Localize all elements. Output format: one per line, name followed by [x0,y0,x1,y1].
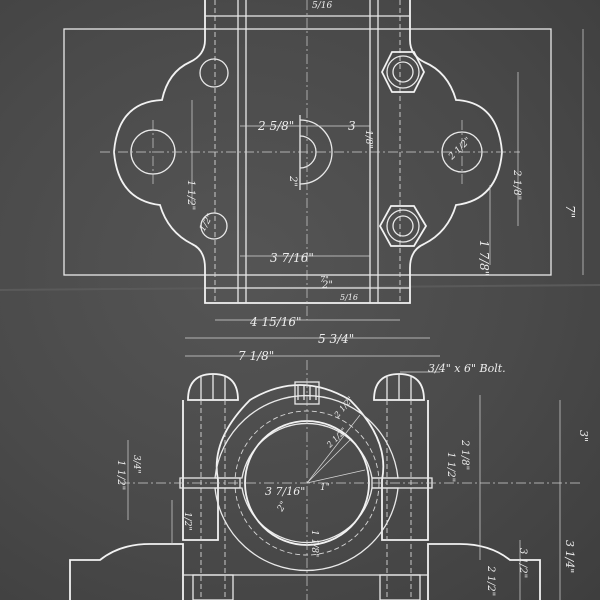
dim-label: 2" [275,500,289,514]
dim-label: 3 7/16" [270,251,314,265]
dim-label: 1 1/2" [115,460,126,490]
bolt-head-right [373,373,425,401]
dim-label: 3 [348,119,356,133]
dim-label: 1/8" [363,130,373,149]
dim-label: 1 1/2" [445,452,456,482]
dim-label: 7 1/8" [238,349,274,363]
dim-label: 3 1/4" [563,540,576,573]
base-foot-left [69,543,184,600]
dim-label: 5 3/4" [318,332,354,346]
hex-nut-lower [378,205,428,247]
bearing-base-section [214,487,399,572]
radius-line [306,469,366,484]
bolt-nut-right [379,574,421,600]
dim-label: 7" [320,275,329,284]
hex-nut-upper [380,51,426,93]
dim-label: 2 5/8" [257,119,294,133]
bolt-nut-left [192,574,234,600]
bolt-head-left [187,373,239,401]
dim-label: 2 1/2" [446,136,473,163]
dim-label: 4 15/16" [249,315,302,329]
bearing-cap-section [214,394,399,479]
base-plate-outline [63,28,552,276]
dim-label: 7" [563,205,577,218]
dim-label: 1/2" [198,212,216,233]
base-foot-right [427,543,541,600]
dim-label: 1 1/8" [309,530,319,557]
dim-label: 3" [577,430,590,442]
dim-label: 1" [320,483,330,493]
radius-line [306,414,361,484]
dim-label: 5/16 [312,1,332,11]
dim-label: 2 1/2" [485,565,496,596]
dim-label: 3/4" [131,455,141,474]
dim-label: 1 7/8" [477,240,491,276]
dim-label: 1 1/2" [185,180,196,210]
dim-label: 2 1/8" [511,169,522,200]
dim-label: 1/2" [182,512,192,531]
front-view [69,360,580,600]
dim-label: 2" [321,280,333,291]
top-view [63,0,584,357]
bolt-callout: 3/4" x 6" Bolt. [428,362,506,375]
dim-label: 3 7/16" [265,485,305,498]
dim-label: 3 1/2" [517,548,528,578]
dim-label: 2 1/8" [459,439,470,470]
oil-hole-circle [199,58,229,88]
cap-housing-outline [182,384,429,541]
oil-cup-outline [299,119,333,185]
bolt-hole-small [200,212,228,240]
radius-line [306,439,351,484]
dim-label: 5/16 [340,293,358,302]
cap-outline [113,0,503,304]
dim-label: 2" [287,175,298,187]
